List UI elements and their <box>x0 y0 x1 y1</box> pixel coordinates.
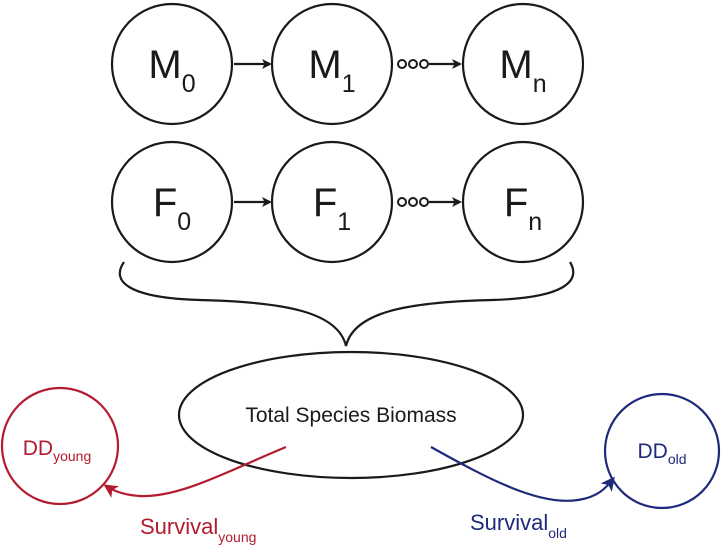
node-m0-label: M <box>148 43 181 87</box>
svg-text:Fn: Fn <box>504 181 542 236</box>
node-fn-label: F <box>504 181 528 225</box>
node-mn-label: M <box>499 43 532 87</box>
dd-young-circle <box>0 386 120 506</box>
svg-text:M0: M0 <box>148 43 195 98</box>
node-f1-label: F <box>313 181 337 225</box>
svg-text:DDyoung: DDyoung <box>23 437 92 464</box>
dd-young-subscript: young <box>53 448 91 464</box>
node-f0: F0 <box>110 140 234 264</box>
svg-text:F0: F0 <box>153 181 191 236</box>
node-f0-label: F <box>153 181 177 225</box>
svg-text:DDold: DDold <box>637 440 686 467</box>
node-f0-subscript: 0 <box>177 208 191 236</box>
node-f1-subscript: 1 <box>337 208 351 236</box>
dd-old-circle <box>603 392 721 510</box>
svg-text:Mn: Mn <box>499 43 546 98</box>
survival-young-label: Survival <box>140 514 218 539</box>
dd-young-node: DDyoung <box>0 386 120 506</box>
svg-text:Survivalyoung: Survivalyoung <box>140 514 256 545</box>
svg-text:Survivalold: Survivalold <box>470 510 567 541</box>
node-fn: Fn <box>461 140 585 264</box>
dd-old-subscript: old <box>668 451 687 467</box>
ellipsis-dots-female <box>397 197 429 207</box>
biomass-label: Total Species Biomass <box>245 404 456 427</box>
dd-old-label: DD <box>637 440 667 463</box>
survival-old-label: Survival <box>470 510 548 535</box>
node-fn-subscript: n <box>528 208 542 236</box>
survival-old-arrow <box>430 446 615 502</box>
node-m1: M1 <box>270 2 394 126</box>
survival-young-arrow <box>103 445 287 498</box>
dd-old-node: DDold <box>603 392 721 510</box>
biomass-node: Total Species Biomass <box>177 350 525 480</box>
node-m1-subscript: 1 <box>342 70 356 98</box>
survival-old-subscript: old <box>548 525 567 541</box>
female-row: F0 F1 Fn <box>110 140 585 264</box>
node-mn-subscript: n <box>533 70 547 98</box>
male-row: M0 M1 Mn <box>110 2 585 126</box>
svg-text:F1: F1 <box>313 181 351 236</box>
svg-text:M1: M1 <box>308 43 355 98</box>
node-m0-subscript: 0 <box>182 70 196 98</box>
dd-young-label: DD <box>23 437 53 460</box>
node-m0: M0 <box>110 2 234 126</box>
grouping-brace <box>118 261 575 347</box>
survival-young-subscript: young <box>218 529 256 545</box>
node-m1-label: M <box>308 43 341 87</box>
ellipsis-dots-male <box>397 59 429 69</box>
node-f1: F1 <box>270 140 394 264</box>
node-mn: Mn <box>461 2 585 126</box>
